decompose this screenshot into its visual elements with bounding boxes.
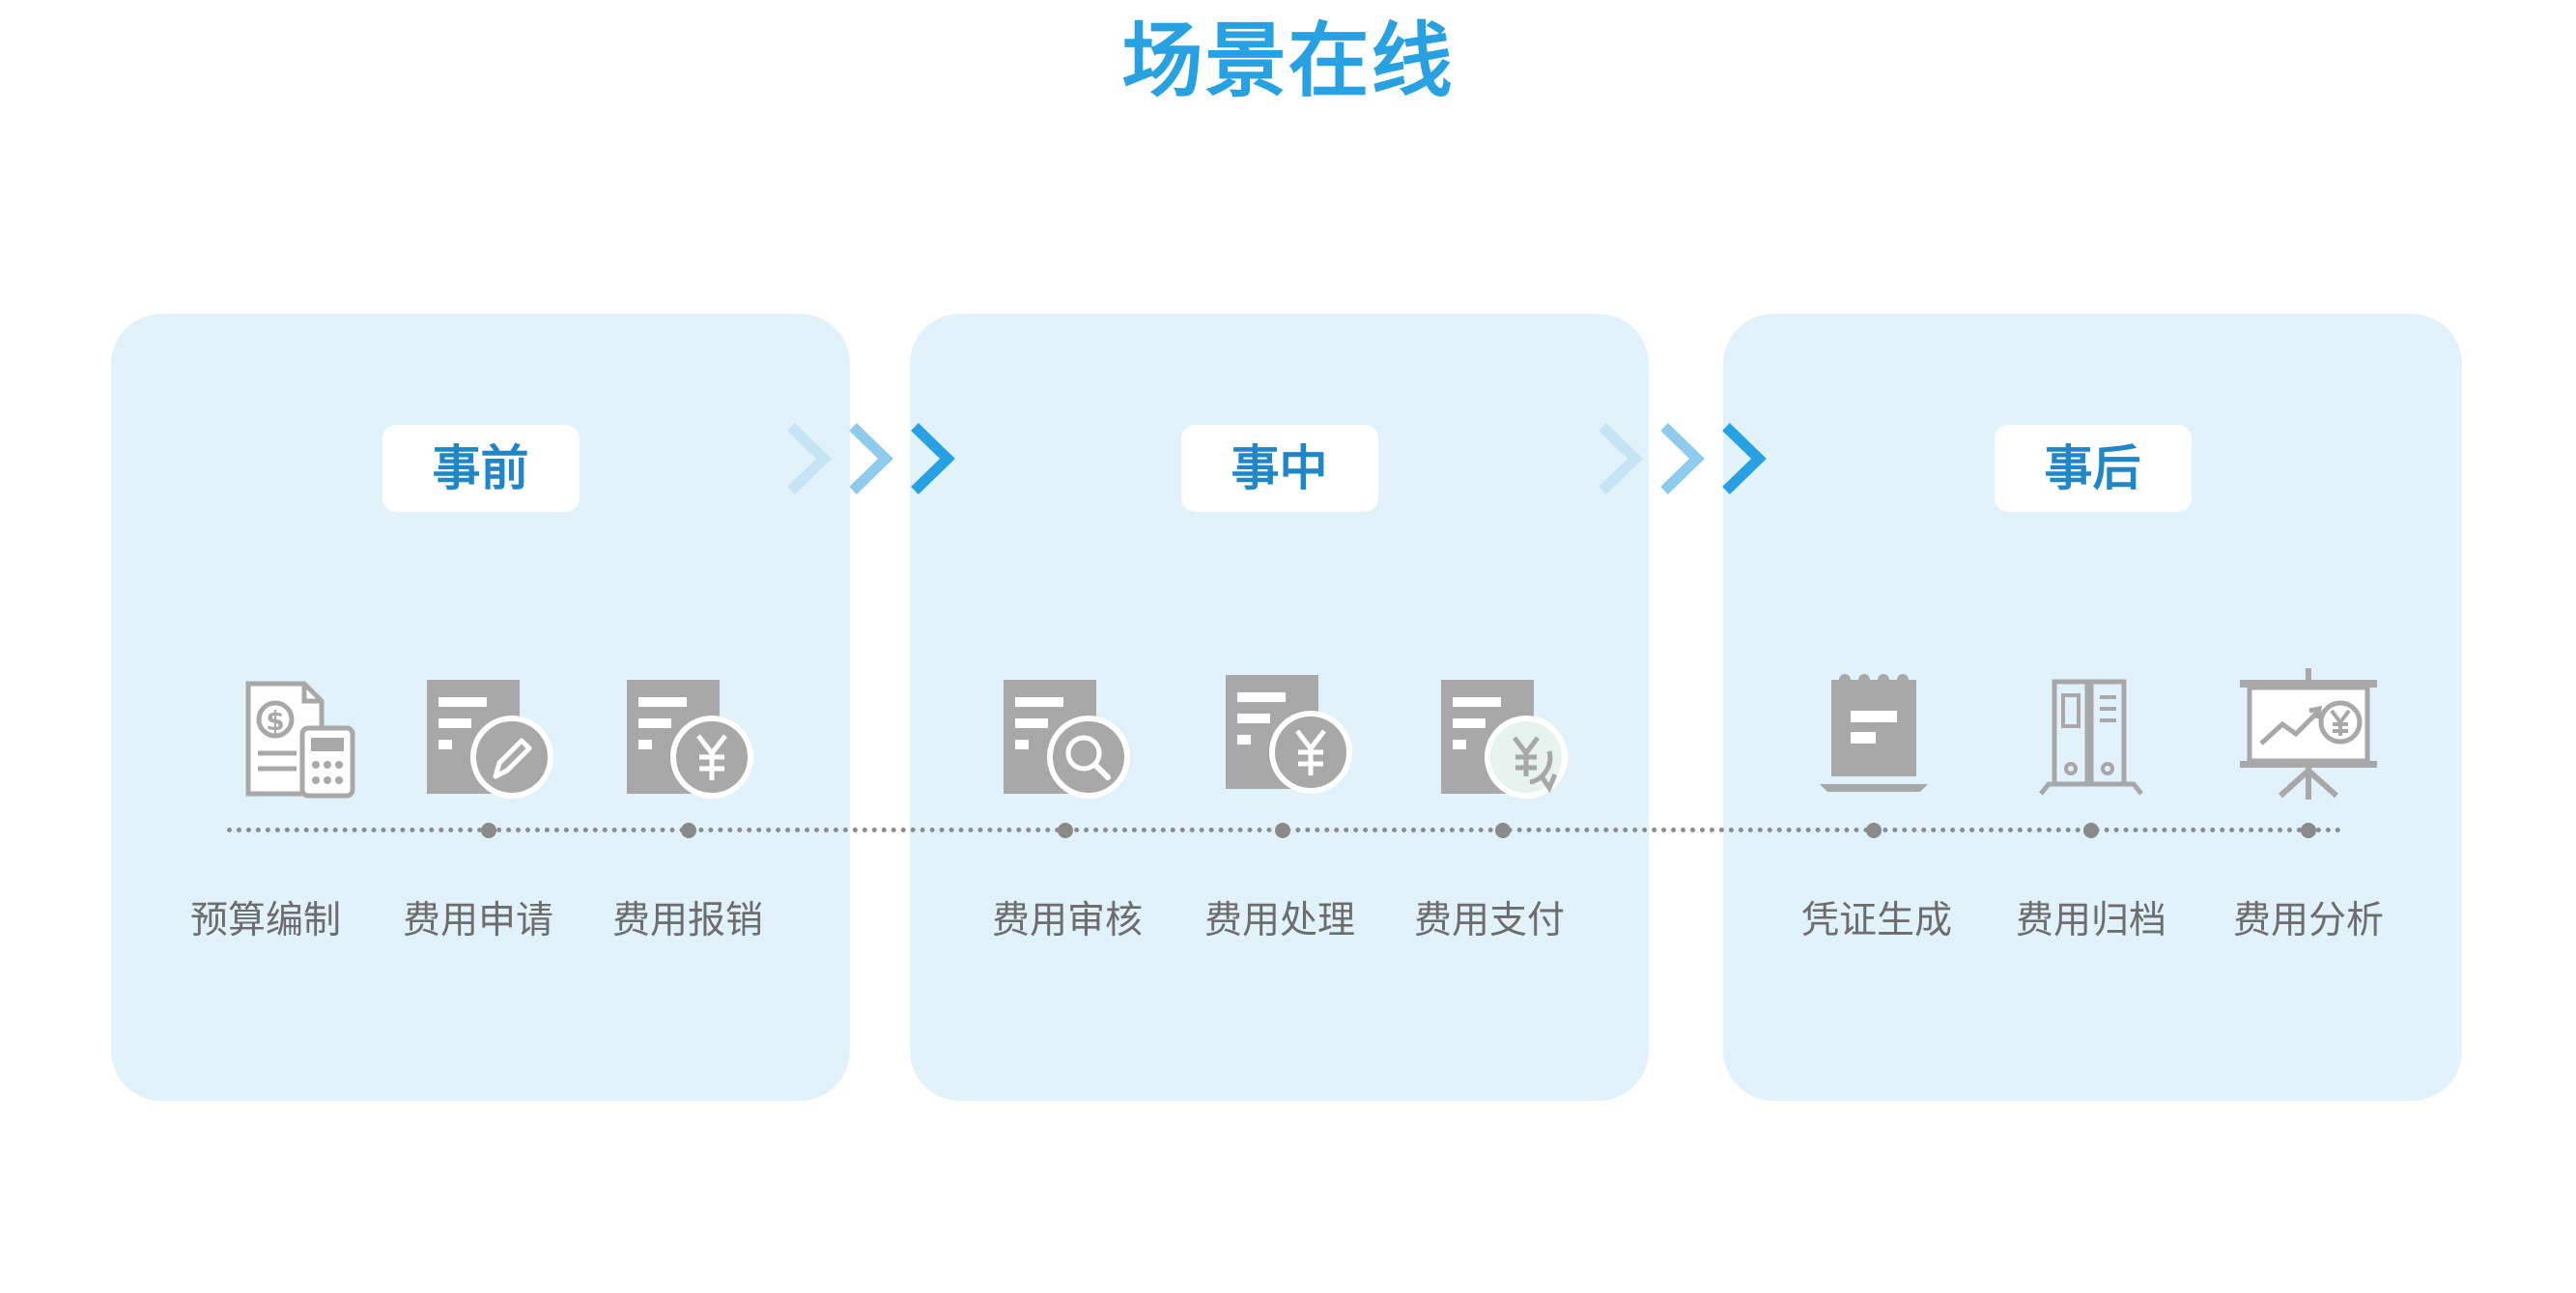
timeline-dot [1275, 823, 1290, 838]
timeline-dot [1866, 823, 1882, 838]
timeline-dot [681, 823, 696, 838]
svg-text:$: $ [266, 705, 284, 737]
timeline-dot [1058, 823, 1073, 838]
budget-calculator-icon: $ [245, 681, 355, 799]
step-label-payment: 费用支付 [1413, 899, 1565, 942]
notepad-voucher-icon [1820, 674, 1928, 792]
timeline-dot [2301, 823, 2316, 838]
chevron-arrows-icon [787, 423, 955, 494]
timeline-dot [1495, 823, 1511, 838]
phase-label-after: 事后 [1994, 425, 2192, 512]
presentation-chart-icon [2240, 668, 2377, 800]
step-label-review: 费用审核 [991, 899, 1143, 942]
binder-archive-icon [2039, 679, 2143, 796]
step-label-budget: 预算编制 [189, 899, 341, 942]
step-label-application: 费用申请 [402, 899, 553, 942]
step-label-analysis: 费用分析 [2232, 899, 2384, 942]
document-payment-icon [1441, 680, 1568, 799]
step-label-reimbursement: 费用报销 [611, 899, 763, 942]
phase-label-before: 事前 [382, 425, 580, 512]
document-search-icon [1004, 680, 1130, 799]
chevron-arrows-icon [1599, 423, 1767, 494]
timeline-dot [2083, 823, 2099, 838]
phase-label-during: 事中 [1180, 425, 1378, 512]
document-pencil-icon [427, 680, 553, 799]
document-yuan-icon [627, 680, 753, 799]
step-label-voucher: 凭证生成 [1800, 899, 1952, 942]
step-label-archive: 费用归档 [2015, 899, 2166, 942]
page-title: 场景在线 [1121, 14, 1455, 108]
step-label-processing: 费用处理 [1203, 899, 1355, 942]
document-yuan-icon [1226, 675, 1352, 794]
timeline-dot [481, 823, 496, 838]
